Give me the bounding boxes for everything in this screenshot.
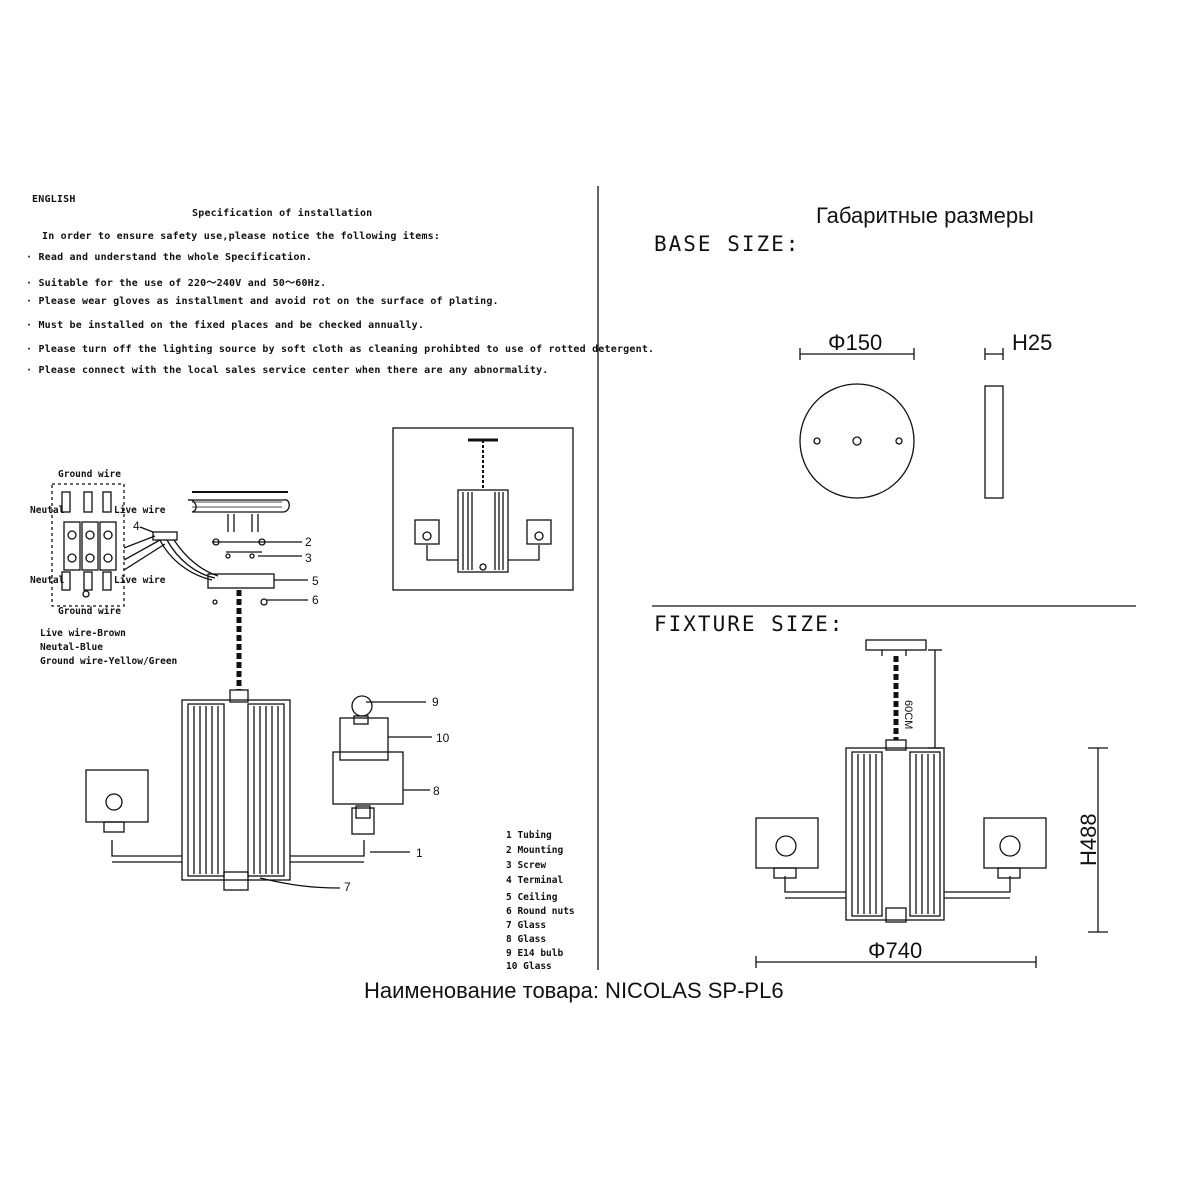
wire-legend-item: Live wire-Brown (40, 628, 126, 639)
product-name: Наименование товара: NICOLAS SP-PL6 (364, 978, 784, 1003)
base-height-label: H25 (1012, 330, 1053, 355)
spec-title: Specification of installation (192, 208, 373, 219)
fixture-size-label: FIXTURE SIZE: (654, 612, 845, 636)
fixture-width-label: Φ740 (868, 938, 923, 963)
base-plate-top-view (799, 348, 915, 499)
callout-9: 9 (432, 695, 439, 709)
callout-8: 8 (433, 784, 440, 798)
wire-legend-item: Neutal-Blue (40, 642, 103, 653)
leader-4 (139, 526, 154, 533)
parts-list-item: 8 Glass (506, 934, 547, 945)
spec-item: · Read and understand the whole Specific… (26, 252, 313, 263)
spec-item: · Please wear gloves as installment and … (26, 296, 499, 307)
spec-item: · Must be installed on the fixed places … (26, 320, 425, 331)
parts-list-item: 10 Glass (506, 961, 552, 972)
inset-fixture-view (392, 427, 574, 591)
callout-7: 7 (344, 880, 351, 894)
parts-list-item: 4 Terminal (506, 875, 564, 886)
callout-6: 6 (312, 593, 319, 607)
parts-list-item: 7 Glass (506, 920, 547, 931)
callout-10: 10 (436, 731, 450, 745)
leader-7 (259, 877, 341, 889)
parts-list-item: 6 Round nuts (506, 906, 575, 917)
parts-list-item: 2 Mounting (506, 845, 564, 856)
exploded-chandelier (85, 491, 432, 891)
wire-legend-item: Ground wire-Yellow/Green (40, 656, 178, 667)
parts-list-item: 1 Tubing (506, 830, 552, 841)
chain-length-label: 60CM (902, 700, 914, 730)
parts-list-item: 5 Ceiling (506, 892, 558, 903)
spec-item: · Suitable for the use of 220～240V and 5… (26, 278, 327, 289)
neutal-label-bottom: Neutal (30, 575, 65, 586)
callout-1: 1 (416, 846, 423, 860)
fixture-height-label: H488 (1076, 813, 1101, 866)
ground-wire-label-bottom: Ground wire (58, 606, 121, 617)
parts-list-item: 9 E14 bulb (506, 948, 564, 959)
base-size-label: BASE SIZE: (654, 232, 801, 256)
spec-item: · Please turn off the lighting source by… (26, 344, 655, 355)
spec-item: · Please connect with the local sales se… (26, 365, 549, 376)
callout-3: 3 (305, 551, 312, 565)
wiring-diagram (51, 483, 219, 607)
callout-4: 4 (133, 519, 140, 533)
fixture-size-drawing (755, 639, 1108, 968)
dimensions-heading-ru: Габаритные размеры (816, 203, 1034, 228)
base-plate-side-view (984, 348, 1004, 499)
parts-list-item: 3 Screw (506, 860, 547, 871)
ground-wire-label-top: Ground wire (58, 469, 121, 480)
base-diameter-label: Φ150 (828, 330, 883, 355)
callout-5: 5 (312, 574, 319, 588)
live-wire-label-bottom: Live wire (114, 575, 166, 586)
neutal-label-top: Neutal (30, 505, 65, 516)
language-label: ENGLISH (32, 194, 76, 205)
callout-2: 2 (305, 535, 312, 549)
live-wire-label-top: Live wire (114, 505, 166, 516)
spec-intro: In order to ensure safety use,please not… (42, 231, 441, 242)
